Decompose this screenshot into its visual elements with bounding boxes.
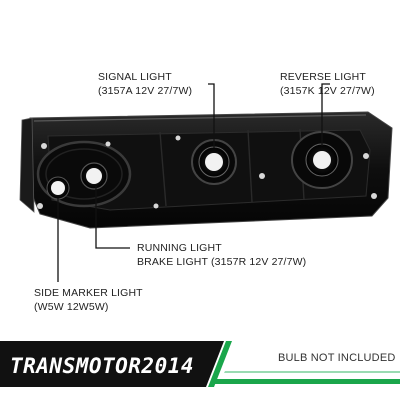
green-underline — [214, 379, 400, 384]
callout-pointers — [57, 83, 330, 282]
green-stripe — [208, 341, 232, 387]
running-light-socket — [80, 162, 108, 190]
brand-banner — [0, 341, 400, 387]
brake-light-spec: BRAKE LIGHT (3157R 12V 27/7W) — [137, 256, 307, 268]
running-light-label: RUNNING LIGHT BRAKE LIGHT (3157R 12V 27/… — [137, 241, 306, 269]
reverse-light-spec: (3157K 12V 27/7W) — [280, 85, 375, 97]
reverse-light-label: REVERSE LIGHT (3157K 12V 27/7W) — [280, 70, 375, 98]
bulb-notice: BULB NOT INCLUDED — [278, 352, 396, 364]
side-marker-label: SIDE MARKER LIGHT (W5W 12W5W) — [34, 286, 143, 314]
green-thin-line — [224, 371, 400, 373]
reverse-light-title: REVERSE LIGHT — [280, 71, 366, 83]
mounting-bolts — [37, 135, 377, 209]
signal-light-socket — [191, 139, 237, 185]
signal-light-label: SIGNAL LIGHT (3157A 12V 27/7W) — [98, 70, 192, 98]
brand-background — [0, 341, 224, 387]
side-marker-socket — [46, 176, 70, 200]
signal-light-title: SIGNAL LIGHT — [98, 71, 172, 83]
signal-light-spec: (3157A 12V 27/7W) — [98, 85, 193, 97]
brand-logo-text: TRANSMOTOR2014 — [10, 354, 195, 378]
side-marker-title: SIDE MARKER LIGHT — [34, 287, 143, 299]
side-marker-spec: (W5W 12W5W) — [34, 301, 109, 313]
running-light-title: RUNNING LIGHT — [137, 242, 222, 254]
